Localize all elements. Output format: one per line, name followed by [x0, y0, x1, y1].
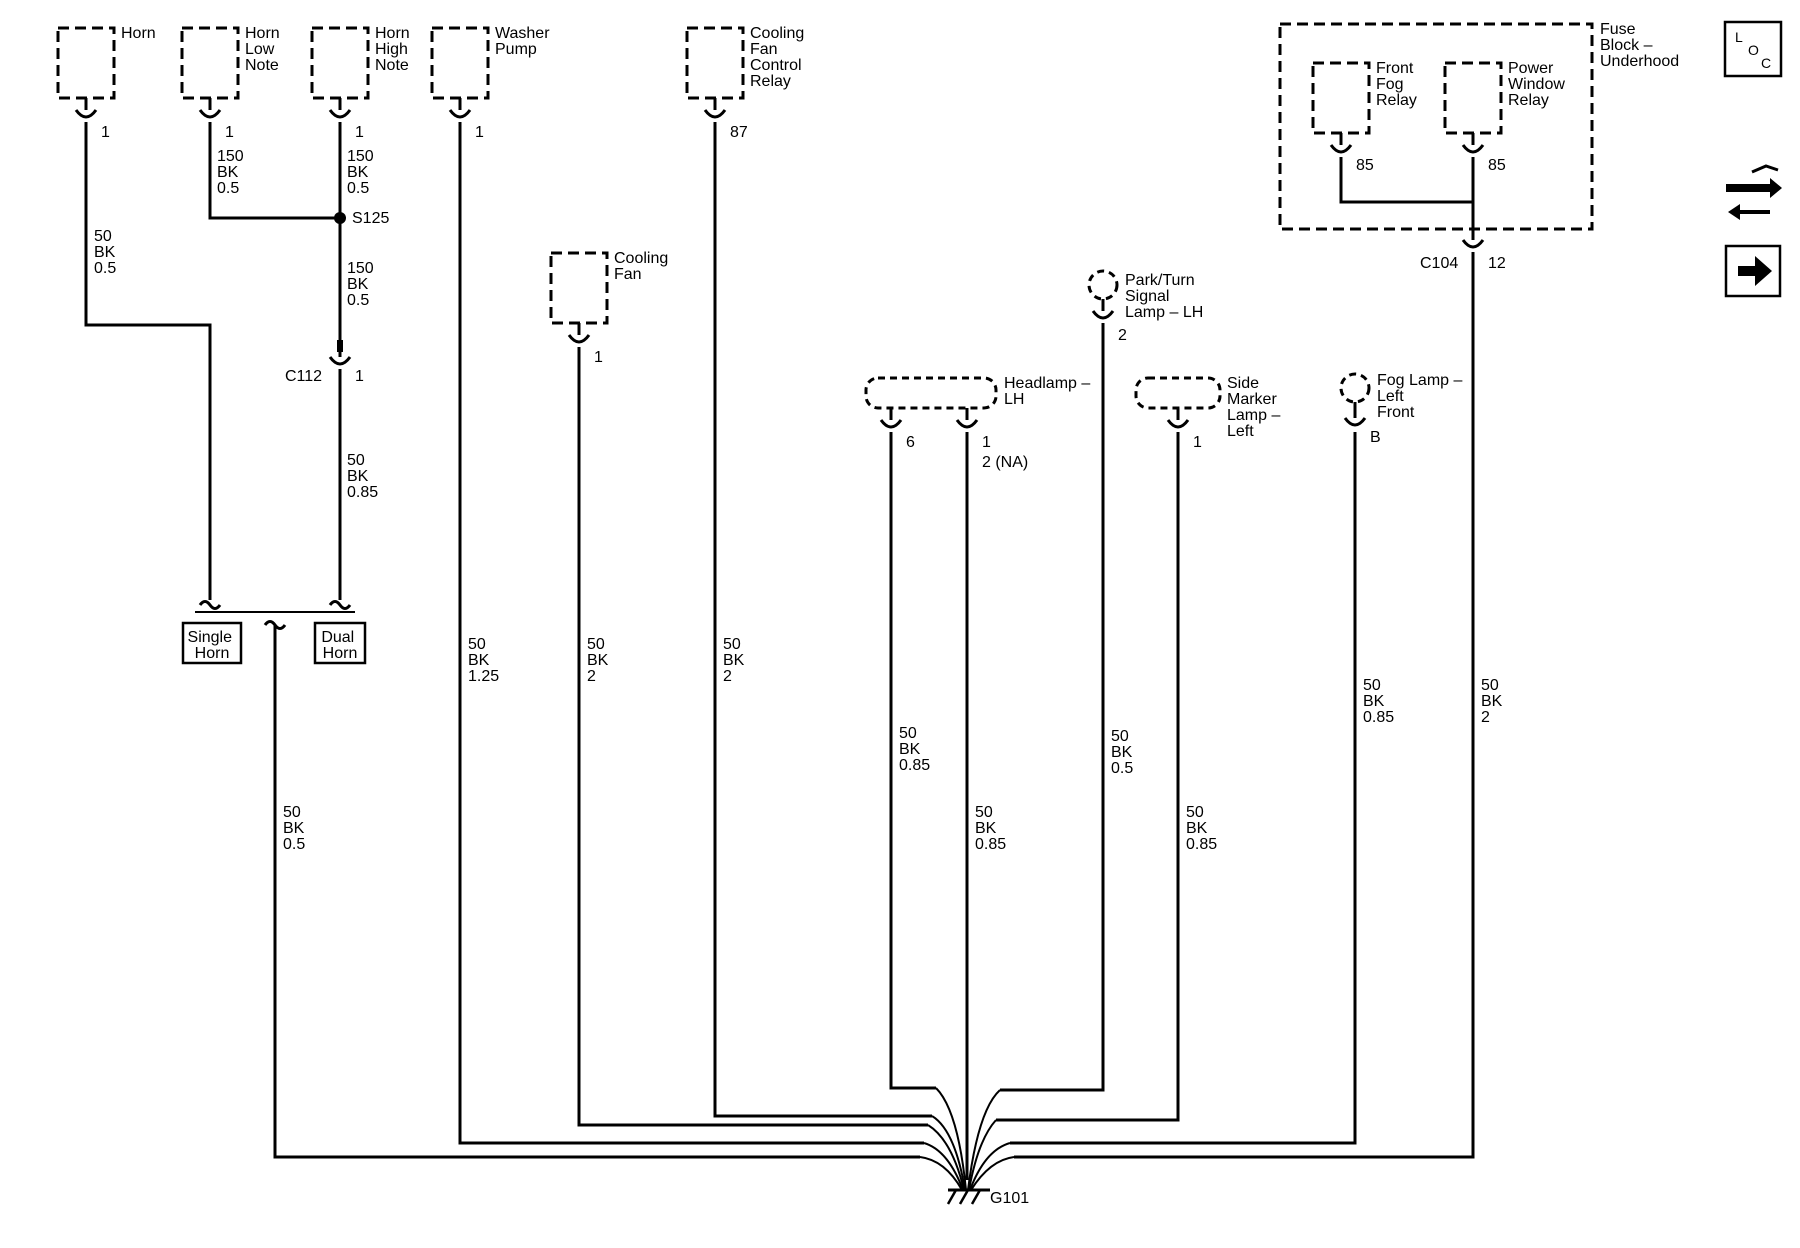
loc-button[interactable]: L O C: [1723, 20, 1783, 78]
svg-text:85: 85: [1356, 157, 1374, 174]
c104-label: C104: [1420, 255, 1458, 272]
svg-text:87: 87: [730, 124, 748, 141]
svg-text:1: 1: [225, 124, 234, 141]
svg-text:1: 1: [982, 434, 991, 451]
power-window-relay-label: Power Window Relay: [1508, 60, 1569, 109]
svg-text:1: 1: [594, 349, 603, 366]
fuse-block-label: Fuse Block – Underhood: [1600, 21, 1679, 70]
cooling-fan-label: Cooling Fan: [614, 250, 673, 283]
single-horn-label: Single Horn: [188, 629, 237, 662]
horn-low-note-label: Horn Low Note: [245, 25, 284, 74]
g101-label: G101: [990, 1190, 1029, 1207]
horn-high-note-component[interactable]: Horn High Note: [310, 25, 414, 100]
pin-labels: 1 1 1 1 87 1 85 85 12 1 2 6 1 2 (NA) 1 B: [101, 124, 1506, 471]
svg-text:85: 85: [1488, 157, 1506, 174]
fog-lamp-left-front-component[interactable]: Fog Lamp – Left Front: [1339, 372, 1467, 421]
front-fog-relay-component[interactable]: Front Fog Relay: [1311, 60, 1418, 135]
splice-dot: [334, 212, 346, 224]
side-marker-lamp-left-component[interactable]: Side Marker Lamp – Left: [1134, 375, 1285, 440]
svg-text:2: 2: [1118, 327, 1127, 344]
washer-pump-label: Washer Pump: [495, 25, 554, 58]
next-page-button[interactable]: [1724, 244, 1782, 298]
svg-text:2 (NA): 2 (NA): [982, 454, 1028, 471]
headlamp-lh-label: Headlamp – LH: [1004, 375, 1095, 408]
svg-text:6: 6: [906, 434, 915, 451]
single-horn-option[interactable]: Single Horn: [181, 621, 243, 665]
dual-horn-option[interactable]: Dual Horn: [313, 621, 367, 665]
c112-label: C112: [285, 368, 322, 385]
headlamp-lh-component[interactable]: Headlamp – LH: [864, 375, 1095, 410]
svg-text:O: O: [1748, 42, 1759, 58]
front-fog-relay-label: Front Fog Relay: [1376, 60, 1418, 109]
svg-text:C: C: [1761, 55, 1771, 71]
cooling-fan-control-relay-label: Cooling Fan Control Relay: [750, 25, 809, 90]
svg-text:B: B: [1370, 429, 1381, 446]
fuse-block-underhood[interactable]: Fuse Block – Underhood: [1278, 21, 1679, 231]
washer-pump-component[interactable]: Washer Pump: [430, 25, 554, 100]
fog-lamp-left-front-label: Fog Lamp – Left Front: [1377, 372, 1467, 421]
horn-option-connectors: [195, 600, 355, 630]
terminal-cups: [74, 98, 1485, 429]
cooling-fan-component[interactable]: Cooling Fan: [549, 250, 673, 325]
svg-text:1: 1: [101, 124, 110, 141]
park-turn-signal-lamp-component[interactable]: Park/Turn Signal Lamp – LH: [1087, 269, 1203, 321]
horn-component[interactable]: Horn: [56, 25, 156, 100]
svg-text:1: 1: [355, 368, 364, 385]
horn-low-note-component[interactable]: Horn Low Note: [180, 25, 284, 100]
side-marker-lamp-left-label: Side Marker Lamp – Left: [1227, 375, 1285, 440]
svg-text:1: 1: [475, 124, 484, 141]
svg-text:1: 1: [355, 124, 364, 141]
connector-view-icon[interactable]: [1726, 164, 1782, 220]
wires: [84, 122, 1475, 1191]
horn-high-note-label: Horn High Note: [375, 25, 414, 74]
connector-labels: C112 C104 S125 G101: [285, 210, 1458, 1207]
s125-label: S125: [352, 210, 389, 227]
horn-label: Horn: [121, 25, 156, 42]
cooling-fan-control-relay-component[interactable]: Cooling Fan Control Relay: [685, 25, 809, 100]
ground-symbol-g101[interactable]: [946, 1188, 990, 1205]
arrow-right-icon: [1738, 256, 1772, 286]
power-window-relay-component[interactable]: Power Window Relay: [1443, 60, 1569, 135]
svg-text:L: L: [1735, 29, 1743, 45]
park-turn-signal-lamp-label: Park/Turn Signal Lamp – LH: [1125, 272, 1203, 321]
svg-text:1: 1: [1193, 434, 1202, 451]
dual-horn-label: Dual Horn: [321, 629, 358, 662]
svg-text:12: 12: [1488, 255, 1506, 272]
